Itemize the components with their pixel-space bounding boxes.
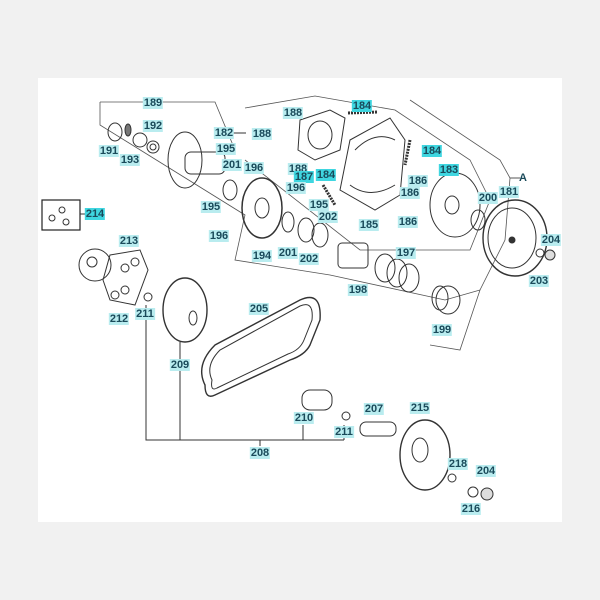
callout-188[interactable]: 188 [251,128,273,140]
callout-203[interactable]: 203 [528,275,550,287]
group-outline-outer [409,99,511,351]
callout-208[interactable]: 208 [249,447,271,459]
callout-195[interactable]: 195 [308,199,330,211]
callout-185[interactable]: 185 [358,219,380,231]
group-outline-drive [99,102,481,301]
parts-diagram: 189 191 193 192 182 188 188 188 195 196 … [38,78,562,522]
callout-186[interactable]: 186 [397,216,419,228]
callout-195[interactable]: 195 [200,201,222,213]
callout-199[interactable]: 199 [431,324,453,336]
callout-213[interactable]: 213 [118,235,140,247]
callout-214[interactable]: 214 [84,208,106,220]
group-outline-shoe [244,95,491,251]
callout-197[interactable]: 197 [395,247,417,259]
callout-186[interactable]: 186 [399,187,421,199]
part-box-214 [41,199,81,231]
callout-182[interactable]: 182 [213,127,235,139]
callout-192[interactable]: 192 [142,120,164,132]
callout-211[interactable]: 211 [334,426,354,438]
callout-183[interactable]: 183 [438,164,460,176]
callout-202[interactable]: 202 [317,211,339,223]
callout-191[interactable]: 191 [98,145,120,157]
callout-218[interactable]: 218 [447,458,469,470]
callout-202[interactable]: 202 [298,253,320,265]
callout-204[interactable]: 204 [475,465,497,477]
callout-216[interactable]: 216 [460,503,482,515]
callout-207[interactable]: 207 [363,403,385,415]
callout-210[interactable]: 210 [293,412,315,424]
callout-212[interactable]: 212 [108,313,130,325]
callout-195[interactable]: 195 [215,143,237,155]
callout-196[interactable]: 196 [243,162,265,174]
callout-186[interactable]: 186 [407,175,429,187]
callout-194[interactable]: 194 [251,250,273,262]
callout-187[interactable]: 187 [293,171,315,183]
callout-201[interactable]: 201 [277,247,299,259]
bracket-208 [145,305,304,441]
callout-184[interactable]: 184 [421,145,443,157]
callout-196[interactable]: 196 [285,182,307,194]
callout-204[interactable]: 204 [540,234,562,246]
callout-201[interactable]: 201 [221,159,243,171]
callout-215[interactable]: 215 [409,402,431,414]
callout-200[interactable]: 200 [477,192,499,204]
callout-188[interactable]: 188 [282,107,304,119]
belt-205 [201,296,321,397]
callout-205[interactable]: 205 [248,303,270,315]
callout-A[interactable]: A [519,172,527,184]
callout-184[interactable]: 184 [351,100,373,112]
callout-181[interactable]: 181 [498,186,520,198]
callout-198[interactable]: 198 [347,284,369,296]
callout-211[interactable]: 211 [135,308,155,320]
callout-184[interactable]: 184 [315,169,337,181]
callout-209[interactable]: 209 [169,359,191,371]
callout-193[interactable]: 193 [119,154,141,166]
callout-196[interactable]: 196 [208,230,230,242]
callout-189[interactable]: 189 [142,97,164,109]
